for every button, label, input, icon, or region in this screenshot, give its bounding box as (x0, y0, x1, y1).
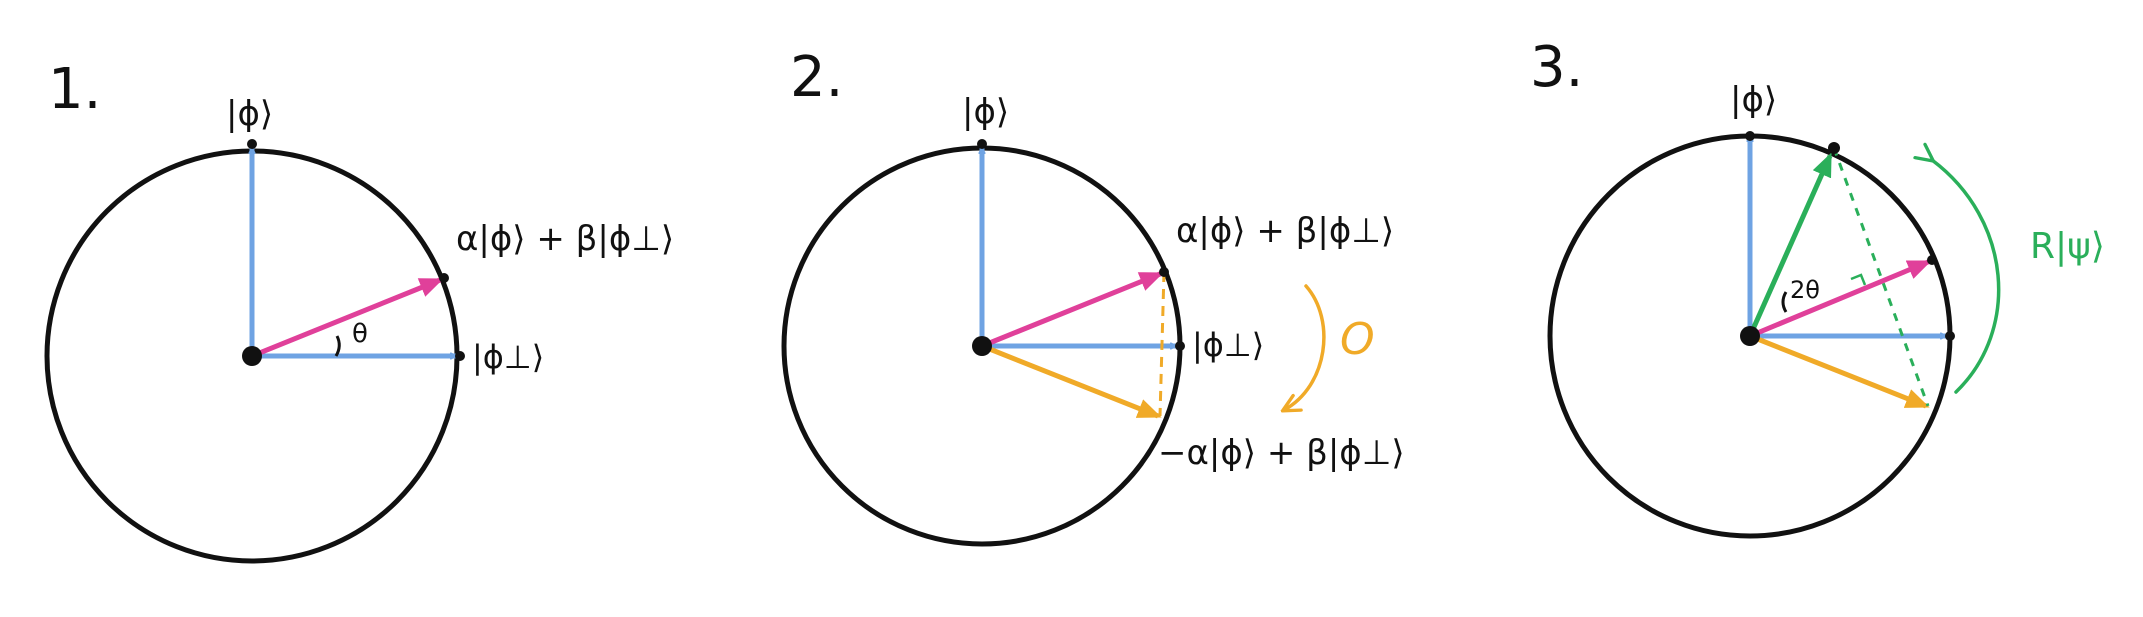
panel-2-origin (972, 336, 992, 356)
panel-3-right-angle-mark (1850, 273, 1867, 286)
panel-2-phi-point (977, 139, 987, 149)
panel-1-state-label: α|ϕ⟩ + β|ϕ⊥⟩ (456, 219, 674, 259)
panel-3-origin (1740, 326, 1760, 346)
panel-3-operator-arrow (1932, 160, 2001, 394)
panel-2-reflected-vector (981, 343, 1162, 419)
panel-3-perp-point (1945, 331, 1955, 341)
panel-1-perp-label: |ϕ⊥⟩ (472, 338, 544, 376)
panel-3-operator-label: R|ψ⟩ (2030, 226, 2105, 267)
panel-1-perp-point (455, 351, 465, 361)
panel-3-angle-arc (1781, 291, 1788, 313)
panel-2-operator-arrow (1284, 284, 1326, 410)
panel-2-perp-label: |ϕ⊥⟩ (1192, 326, 1264, 364)
panel-3-rotated-vector (1747, 152, 1833, 338)
panel-1-phi-point (247, 139, 257, 149)
panel-2-state-point (1159, 267, 1169, 277)
panel-1-origin (242, 346, 262, 366)
panel-2-state-label: α|ϕ⟩ + β|ϕ⊥⟩ (1176, 211, 1394, 251)
panel-2-reflection-dashed-line (1158, 271, 1166, 417)
panel-2-perp-point (1175, 341, 1185, 351)
panel-3-state-vector (1749, 259, 1932, 339)
panel-3-angle-label: 2θ (1790, 276, 1820, 304)
panel-3-phi-label: |ϕ⟩ (1730, 80, 1777, 120)
panel-1: 1. θ |ϕ⟩ |ϕ⊥⟩ α|ϕ⟩ + β|ϕ⊥⟩ (44, 57, 674, 564)
panel-3-phi-point (1745, 131, 1755, 141)
panel-2: 2. |ϕ⟩ |ϕ⊥⟩ α|ϕ⟩ + β|ϕ⊥⟩ −α|ϕ⟩ + β|ϕ⊥⟩ O (781, 45, 1405, 547)
panel-1-state-point (439, 273, 449, 283)
panel-3-rotated-point (1828, 142, 1840, 154)
panel-3: 3. 2θ |ϕ⟩ R|ψ⟩ (1530, 35, 2105, 539)
panel-3-number: 3. (1530, 35, 1583, 100)
panel-1-number: 1. (48, 57, 101, 122)
panel-2-phi-label: |ϕ⟩ (962, 92, 1009, 132)
panel-2-state-vector (981, 271, 1164, 349)
panel-3-state-point (1927, 255, 1937, 265)
panel-1-angle-label: θ (352, 319, 368, 349)
panel-1-angle-arc (334, 335, 341, 357)
panel-2-number: 2. (790, 45, 843, 110)
panel-3-reflection-dashed-line (1832, 147, 1930, 407)
panel-1-phi-label: |ϕ⟩ (226, 94, 273, 134)
panel-1-state-vector (251, 277, 444, 359)
panel-3-reflected-vector (1749, 333, 1930, 409)
panel-2-operator-label: O (1340, 314, 1375, 365)
panel-2-reflected-label: −α|ϕ⟩ + β|ϕ⊥⟩ (1158, 433, 1405, 473)
